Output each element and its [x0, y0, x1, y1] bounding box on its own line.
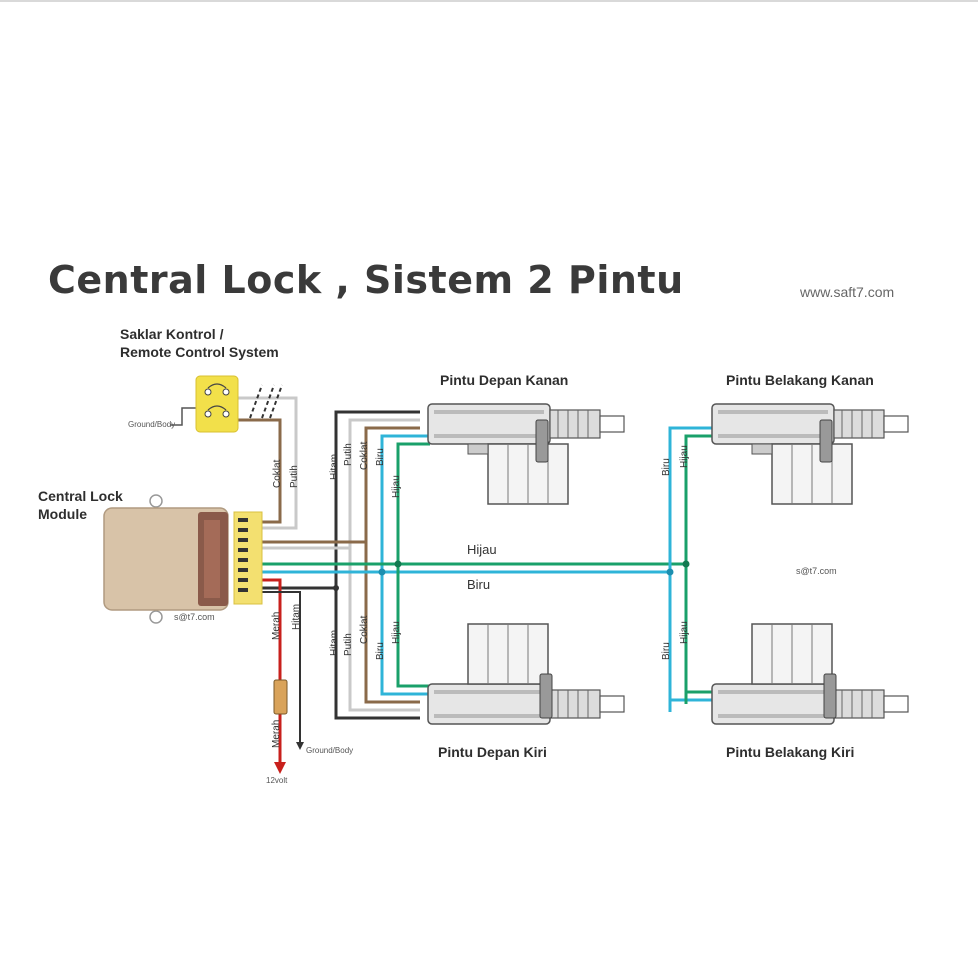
diagram-title: Central Lock , Sistem 2 Pintu — [48, 258, 684, 302]
actuator-rear-right — [711, 403, 909, 505]
biru-wire-rear — [668, 426, 712, 712]
door-rear-right-label: Pintu Belakang Kanan — [726, 372, 874, 388]
wire-label-biru: Biru — [375, 448, 386, 466]
top-border — [0, 0, 978, 2]
fuse — [273, 679, 288, 715]
biru-wire-front — [380, 434, 430, 572]
hijau-wire-front — [396, 442, 430, 564]
wire-label-biru: Biru — [661, 458, 672, 476]
actuator-front-right — [427, 403, 625, 505]
wire-label-putih: Putih — [289, 465, 300, 488]
coklat-wire-front-left — [364, 542, 420, 704]
module-label-line1: Central Lock — [38, 488, 123, 504]
putih-wire-front-left — [348, 548, 420, 712]
hijau-label-main: Hijau — [467, 542, 497, 557]
wire-label-merah: Merah — [271, 719, 282, 748]
hijau-wire-rear — [684, 434, 712, 704]
ground-label-power: Ground/Body — [306, 746, 354, 755]
putih-wire-front — [262, 418, 420, 550]
wire-label-coklat: Coklat — [359, 615, 370, 644]
putih-wire-switch — [238, 396, 298, 530]
wire-label-merah: Merah — [271, 611, 282, 640]
wire-label-hijau: Hijau — [391, 475, 402, 498]
actuator-rear-left — [711, 623, 909, 725]
actuator-front-left — [427, 623, 625, 725]
wire-label-hitam: Hitam — [329, 453, 340, 480]
wire-label-biru: Biru — [661, 642, 672, 660]
bus-wires — [262, 410, 712, 720]
door-front-right-label: Pintu Depan Kanan — [440, 372, 569, 388]
wire-label-coklat: Coklat — [359, 441, 370, 470]
wire-label-hitam: Hitam — [291, 603, 302, 630]
wire-label-biru: Biru — [375, 642, 386, 660]
module-watermark: s@t7.com — [174, 612, 215, 622]
wire-label-putih: Putih — [343, 633, 354, 656]
hijau-wire-front-left — [396, 564, 430, 688]
control-switch — [195, 375, 239, 433]
switch-wires — [170, 384, 298, 530]
door-rear-left-label: Pintu Belakang Kiri — [726, 744, 855, 760]
biru-wire-front-left — [380, 572, 430, 696]
wire-label-hitam: Hitam — [329, 629, 340, 656]
battery-label: 12volt — [266, 776, 288, 785]
wire-label-hijau: Hijau — [391, 621, 402, 644]
hitam-wire-front — [262, 410, 420, 590]
module-label-line2: Module — [38, 506, 87, 522]
wire-label-putih: Putih — [343, 443, 354, 466]
website-label: www.saft7.com — [800, 284, 895, 300]
wire-label-hijau: Hijau — [679, 445, 690, 468]
wire-label-hijau: Hijau — [679, 621, 690, 644]
hitam-wire-ground — [262, 591, 301, 742]
coklat-wire-switch — [238, 418, 282, 524]
switch-label-line1: Saklar Kontrol / — [120, 326, 224, 342]
hitam-wire-front-left — [334, 588, 420, 720]
wire-label-coklat: Coklat — [272, 459, 283, 488]
switch-label-line2: Remote Control System — [120, 344, 279, 360]
coklat-wire-front — [262, 426, 420, 544]
power-wires — [262, 578, 304, 774]
central-lock-module — [103, 494, 263, 624]
center-watermark: s@t7.com — [796, 566, 837, 576]
door-front-left-label: Pintu Depan Kiri — [438, 744, 547, 760]
ground-label-switch: Ground/Body — [128, 420, 176, 429]
biru-label-main: Biru — [467, 577, 491, 592]
